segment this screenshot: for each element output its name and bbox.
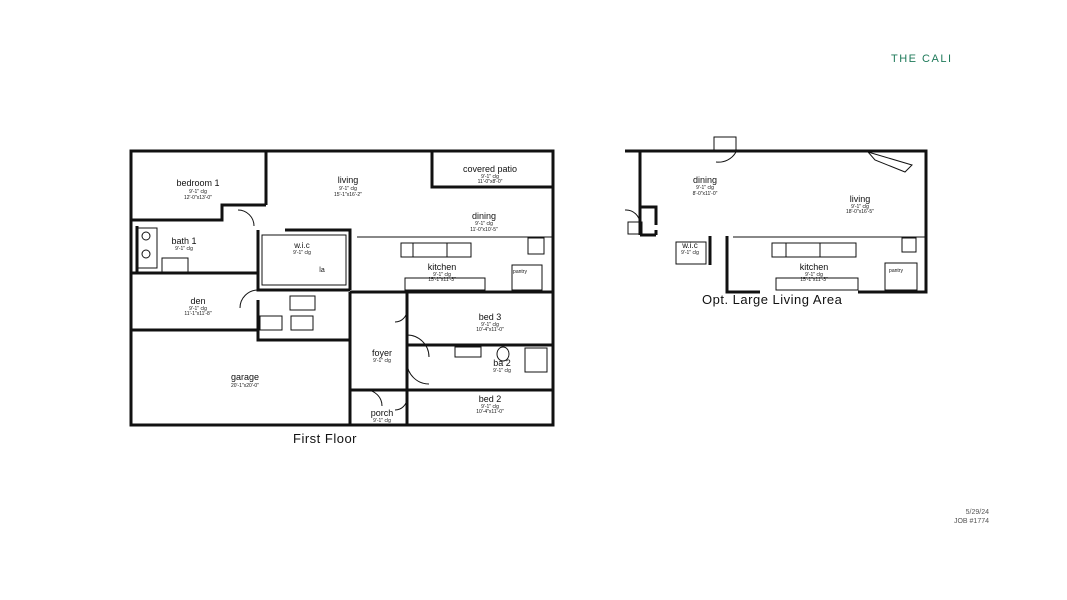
bedroom1-dims: 9'-1" clg [189, 189, 207, 195]
covered-patio-dims: 9'-1" clg [481, 174, 499, 180]
den-name: den [190, 296, 205, 306]
living-size: 15'-1"x16'-2" [334, 192, 362, 198]
bed3-dims: 9'-1" clg [481, 322, 499, 328]
bed3-name: bed 3 [479, 312, 502, 322]
bed2-name: bed 2 [479, 394, 502, 404]
opt-living-name: living [850, 194, 871, 204]
kitchen-name: kitchen [428, 262, 457, 272]
garage-name: garage [231, 372, 259, 382]
garage-size: 20'-1"x20'-0" [231, 383, 259, 389]
den-dims: 9'-1" clg [189, 306, 207, 312]
opt-living-dims: 9'-1" clg [851, 204, 869, 210]
plan-stamp: 5/29/24 JOB #1774 [925, 508, 989, 526]
brand-title: THE CALI [891, 53, 953, 65]
bath2-name: ba 2 [493, 358, 511, 368]
laundry-name: la [319, 267, 325, 274]
option-plan-fixtures [624, 151, 926, 291]
den-size: 11'-1"x11'-8" [184, 311, 211, 317]
bed2-dims: 9'-1" clg [481, 404, 499, 410]
living-dims: 9'-1" clg [339, 186, 357, 192]
foyer-name: foyer [372, 348, 392, 358]
living-name: living [338, 175, 359, 185]
wic-name: w.i.c [293, 241, 310, 250]
option-plan-walls [625, 136, 928, 294]
first-floor-fixtures [136, 209, 553, 411]
bed2-size: 10'-4"x11'-0" [476, 409, 504, 415]
bath2-dims: 9'-1" clg [493, 368, 511, 374]
wic-dims: 9'-1" clg [293, 250, 311, 256]
opt-living-size: 18'-0"x16'-5" [846, 209, 874, 215]
kitchen-size: 15'-1"x11'-3" [428, 277, 456, 283]
option-plan-room-labels: dining 9'-1" clg 8'-0"x11'-0" living 9'-… [681, 175, 903, 283]
opt-kitchen-name: kitchen [800, 262, 829, 272]
bedroom1-name: bedroom 1 [176, 178, 219, 188]
dining-name: dining [472, 211, 496, 221]
opt-kitchen-size: 15'-1"x11'-3" [800, 277, 828, 283]
bath1-dims: 9'-1" clg [175, 246, 193, 252]
opt-kitchen-dims: 9'-1" clg [805, 272, 823, 278]
option-plan-caption: Opt. Large Living Area [702, 292, 843, 307]
bath1-name: bath 1 [171, 236, 196, 246]
opt-dining-name: dining [693, 175, 717, 185]
opt-dining-dims: 9'-1" clg [696, 185, 714, 191]
first-floor-caption: First Floor [293, 431, 357, 446]
porch-name: porch [371, 408, 394, 418]
first-floor-walls [129, 149, 555, 427]
dining-size: 11'-0"x10'-5" [470, 227, 498, 233]
covered-patio-name: covered patio [463, 164, 517, 174]
covered-patio-size: 11'-0"x8'-0" [478, 179, 503, 185]
bedroom1-size: 12'-0"x13'-0" [184, 195, 212, 201]
foyer-dims: 9'-1" clg [373, 358, 391, 364]
first-floor-room-labels: bedroom 1 9'-1" clg 12'-0"x13'-0" living… [171, 164, 527, 424]
opt-pantry-name: pantry [889, 268, 903, 274]
dining-dims: 9'-1" clg [475, 221, 493, 227]
opt-wic-dims: 9'-1" clg [681, 250, 699, 256]
opt-dining-size: 8'-0"x11'-0" [693, 191, 718, 197]
plan-job-number: JOB #1774 [953, 518, 989, 525]
pantry-name: pantry [513, 269, 527, 275]
bed3-size: 10'-4"x11'-0" [476, 327, 504, 333]
kitchen-dims: 9'-1" clg [433, 272, 451, 278]
plan-date: 5/29/24 [965, 509, 989, 516]
porch-dims: 9'-1" clg [373, 418, 391, 424]
opt-wic-name: w.i.c [681, 241, 698, 250]
